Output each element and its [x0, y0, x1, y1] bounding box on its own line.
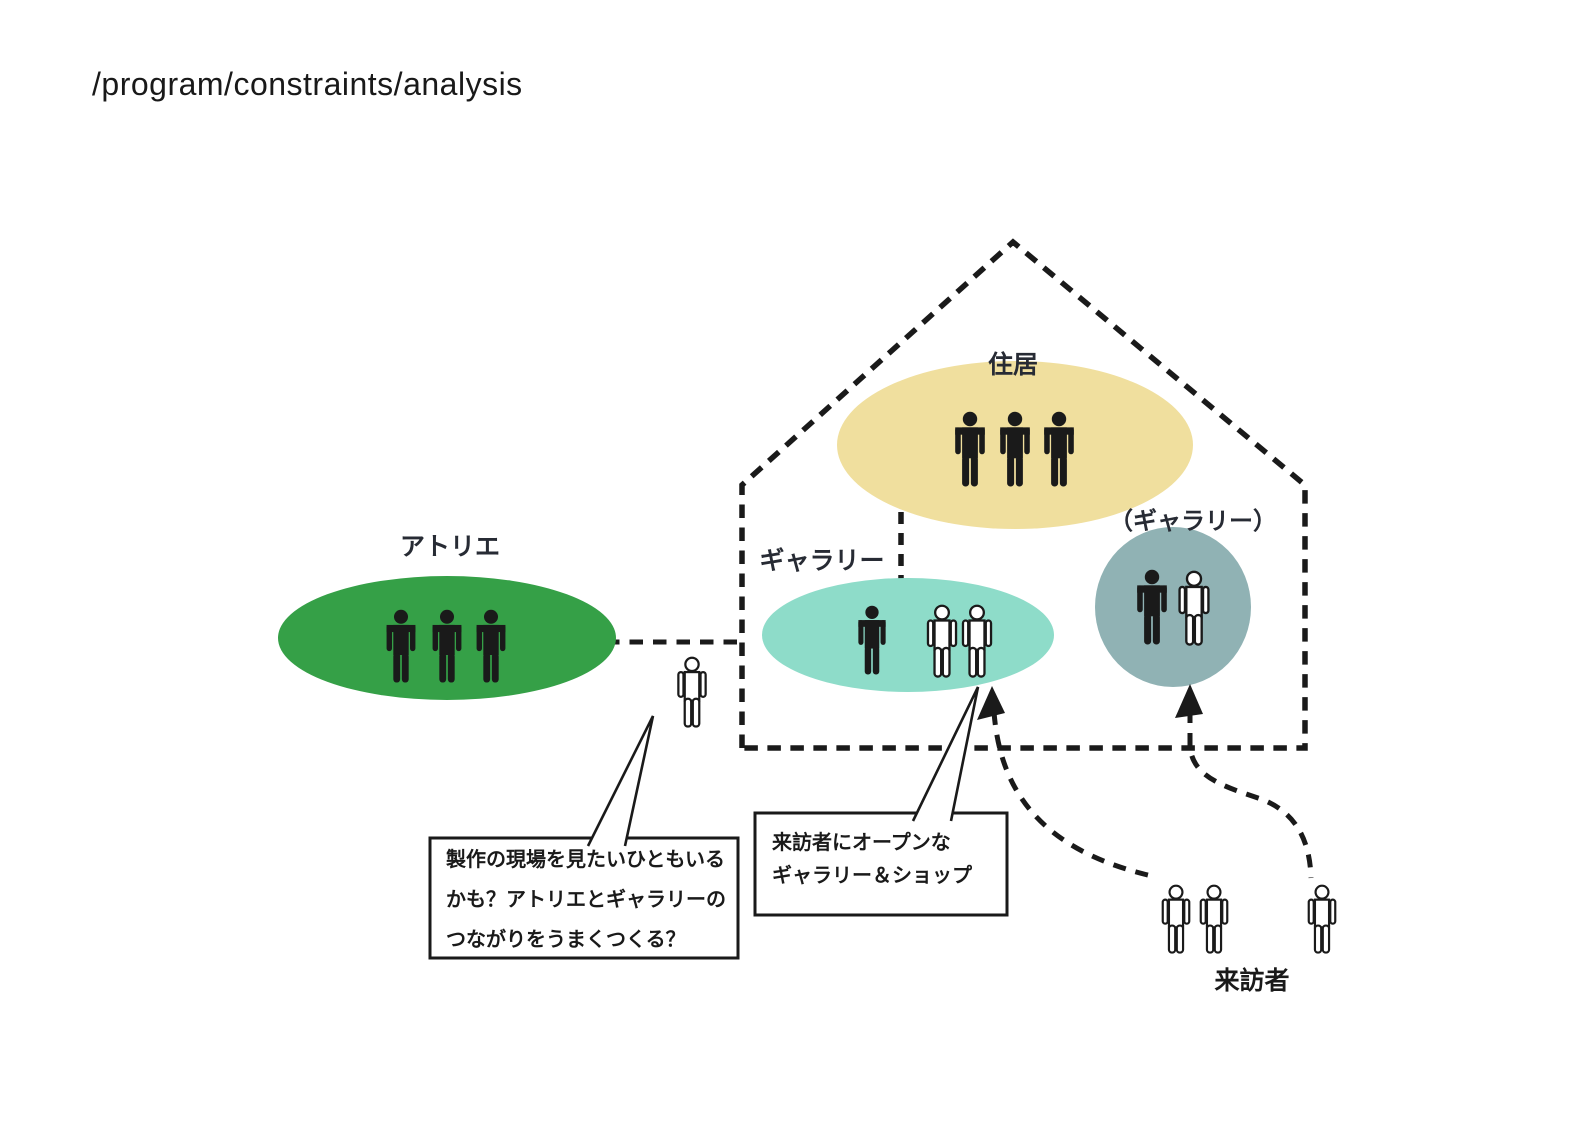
person-icon-outline — [677, 656, 707, 728]
atelier-note-line: つながりをうまくつくる？ — [446, 929, 686, 951]
person-icon-outline — [1199, 884, 1229, 954]
gallery-label: ギャラリー — [759, 547, 885, 575]
gallery-annex-label: （ギャラリー） — [1109, 508, 1277, 535]
atelier-note-line: 製作の現場を見たいひともいる — [446, 849, 725, 871]
person-icon-outline — [926, 604, 958, 678]
person-icon-outline — [1307, 884, 1337, 954]
person-icon-filled — [1000, 411, 1030, 487]
gallery-note-line: 来訪者にオープンな — [772, 832, 951, 854]
atelier-label: アトリエ — [399, 533, 501, 561]
house-outline — [739, 238, 1308, 751]
person-icon-filled — [1137, 569, 1167, 645]
person-icon-filled — [476, 609, 506, 683]
visitors-to-gallery-path — [991, 711, 1153, 879]
person-icon-filled — [1044, 411, 1074, 487]
gallery-note-box — [753, 811, 1009, 917]
gallery-annex-circle — [1095, 527, 1251, 687]
person-icon-filled — [432, 609, 462, 683]
person-icon-outline — [1178, 570, 1210, 646]
atelier-note-tail — [586, 715, 655, 847]
gallery-note-tail — [911, 686, 980, 822]
person-icon-outline — [961, 604, 993, 678]
atelier-note-box — [428, 836, 740, 960]
visitors-to-gallery-arrowhead-icon — [977, 686, 1005, 720]
visitors-label: 来訪者 — [1214, 967, 1290, 995]
residence-label: 住居 — [987, 351, 1039, 379]
person-icons-layer — [386, 411, 1337, 954]
visitor-to-annex-arrowhead-icon — [1175, 684, 1203, 718]
person-icon-filled — [955, 411, 985, 487]
person-icon-filled — [386, 609, 416, 683]
atelier-note-line: かも？アトリエとギャラリーの — [446, 889, 726, 911]
atelier-note-text: 製作の現場を見たいひともいる かも？アトリエとギャラリーの つながりをうまくつく… — [446, 840, 726, 960]
person-icon-filled — [858, 605, 886, 675]
gallery-ellipse — [762, 578, 1054, 692]
gallery-note-text: 来訪者にオープンな ギャラリー＆ショップ — [772, 827, 972, 893]
person-icon-outline — [1161, 884, 1191, 954]
gallery-note-line: ギャラリー＆ショップ — [772, 865, 972, 887]
page-title: /program/constraints/analysis — [92, 66, 523, 102]
visitor-to-annex-path — [1187, 710, 1314, 879]
